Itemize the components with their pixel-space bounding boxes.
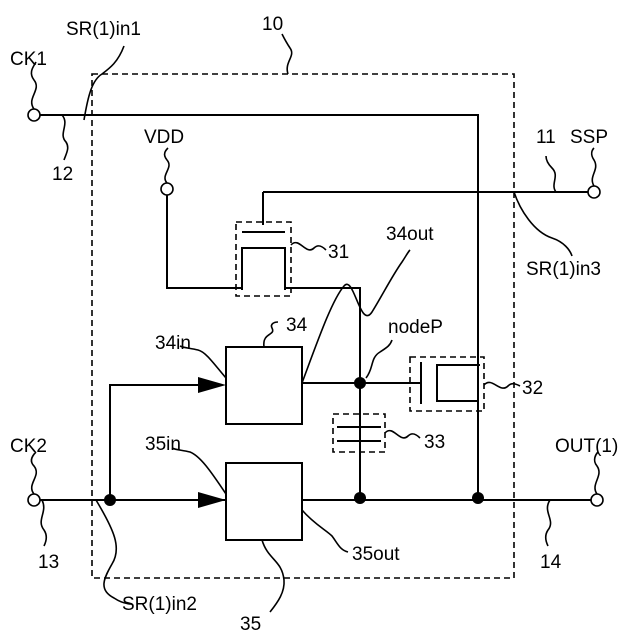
label-10: 10	[262, 14, 283, 35]
label-out1: OUT(1)	[555, 436, 618, 457]
label-11: 11	[536, 127, 556, 148]
label-34in: 34in	[155, 333, 191, 354]
label-35: 35	[240, 614, 261, 635]
junction-ck2-branch	[104, 494, 116, 506]
vdd-wire	[167, 195, 242, 288]
leader-12	[62, 115, 68, 160]
label-sr-in3: SR(1)in3	[526, 259, 601, 280]
arrow-35in	[198, 492, 226, 508]
label-35out: 35out	[352, 544, 400, 565]
junction-out	[472, 492, 484, 504]
block-34	[226, 347, 302, 424]
label-14: 14	[540, 552, 562, 573]
leader-node-p	[366, 340, 392, 378]
label-33: 33	[424, 432, 445, 453]
terminal-ssp	[588, 186, 600, 198]
label-ssp: SSP	[570, 127, 608, 148]
leader-31	[291, 243, 326, 250]
ck1-wire	[40, 115, 478, 498]
terminal-ck2	[28, 494, 40, 506]
leader-34	[264, 322, 278, 347]
ck2-squiggle	[31, 452, 36, 494]
label-34out: 34out	[386, 224, 434, 245]
label-node-p: nodeP	[388, 317, 443, 338]
block-35	[226, 463, 302, 540]
label-ck1: CK1	[10, 49, 47, 70]
leader-sr-in3	[514, 192, 572, 256]
label-sr-in2: SR(1)in2	[122, 594, 197, 615]
ssp-squiggle	[592, 148, 596, 186]
leader-13	[41, 500, 46, 546]
terminal-out	[591, 494, 603, 506]
label-ck2: CK2	[10, 436, 47, 457]
label-13: 13	[38, 552, 59, 573]
terminal-ck1	[28, 109, 40, 121]
label-31: 31	[328, 242, 349, 263]
terminal-vdd	[161, 183, 173, 195]
leader-11	[546, 156, 556, 192]
transistor-32-channel	[437, 365, 480, 401]
transistor-31-outline	[236, 222, 291, 296]
arrow-34in	[198, 377, 226, 393]
label-35in: 35in	[145, 434, 181, 455]
transistor-31-channel	[242, 248, 285, 290]
leader-35out	[302, 510, 348, 552]
leader-sr-in1	[84, 46, 124, 120]
label-32: 32	[522, 378, 543, 399]
leader-35	[262, 540, 284, 612]
label-sr-in1: SR(1)in1	[66, 19, 141, 40]
leader-sr-in2	[96, 500, 132, 604]
label-vdd: VDD	[144, 127, 184, 148]
leader-14	[546, 500, 551, 546]
vdd-squiggle	[165, 148, 169, 183]
leader-33	[385, 431, 420, 438]
junction-35out	[354, 492, 366, 504]
leader-10	[282, 34, 292, 74]
out-squiggle	[595, 452, 599, 494]
label-34: 34	[286, 315, 308, 336]
junction-node-p	[354, 377, 366, 389]
label-12: 12	[52, 164, 73, 185]
